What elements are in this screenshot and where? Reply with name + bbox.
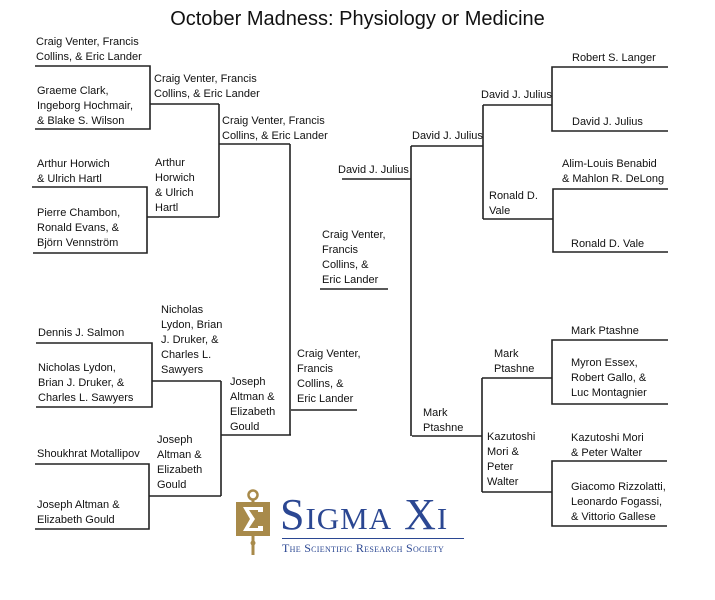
right-r1-entry: Alim-Louis Benabid & Mahlon R. DeLong	[562, 158, 665, 185]
logo-tagline: The Scientific Research Society	[282, 541, 445, 555]
bracket-left-r2-b	[220, 381, 291, 496]
right-r1-entry: Mark Ptashne	[571, 325, 639, 337]
right-r1-entry: Giacomo Rizzolatti, Leonardo Fogassi, & …	[571, 481, 666, 523]
bracket-right-r3	[342, 146, 412, 436]
right-r2-entry: David J. Julius	[481, 89, 552, 101]
logo-divider	[282, 538, 464, 539]
right-r1-entry: Robert S. Langer	[572, 52, 656, 64]
right-r2-entry: Ronald D. Vale	[489, 190, 538, 217]
left-r1-entry: Dennis J. Salmon	[38, 327, 125, 339]
left-r4-entry: Craig Venter, Francis Collins, & Eric La…	[297, 348, 361, 405]
sigma-xi-emblem-icon	[236, 489, 270, 555]
right-r1-entry: David J. Julius	[572, 116, 643, 128]
right-r4-entry: David J. Julius	[338, 164, 409, 176]
bracket-left-r1-c	[36, 342, 221, 408]
right-r2-entry: Kazutoshi Mori & Peter Walter	[487, 431, 536, 488]
bracket-left-r1-b	[32, 186, 219, 254]
right-r2-entry: Mark Ptashne	[494, 348, 535, 375]
bracket-right-r2-b	[412, 378, 483, 492]
left-r2-entry: Nicholas Lydon, Brian J. Druker, & Charl…	[161, 304, 223, 376]
left-r2-entry: Joseph Altman & Elizabeth Gould	[157, 434, 203, 491]
left-r2-entry: Arthur Horwich & Ulrich Hartl	[155, 157, 195, 214]
bracket-left-r2-a	[218, 104, 290, 217]
logo-wordmark: Sigma Xi	[280, 490, 449, 539]
bracket-left-r1-a	[35, 65, 219, 130]
bracket-left-r3	[289, 144, 357, 435]
bracket-right-r1-c	[482, 339, 668, 405]
left-r3-entry: Craig Venter, Francis Collins, & Eric La…	[222, 115, 328, 142]
right-r3-entry: Mark Ptashne	[423, 407, 464, 434]
champion-entry: Craig Venter, Francis Collins, & Eric La…	[322, 229, 386, 286]
left-r1-entry: Joseph Altman & Elizabeth Gould	[37, 499, 120, 526]
page-title: October Madness: Physiology or Medicine	[170, 8, 545, 30]
left-r1-entry: Arthur Horwich & Ulrich Hartl	[37, 158, 110, 185]
left-r1-entry: Craig Venter, Francis Collins, & Eric La…	[36, 36, 142, 63]
left-r1-entry: Nicholas Lydon, Brian J. Druker, & Charl…	[38, 362, 134, 404]
bracket-right-r1-b	[483, 188, 668, 253]
left-r1-entry: Pierre Chambon, Ronald Evans, & Björn Ve…	[37, 207, 121, 249]
bracket-left-r1-d	[35, 463, 221, 530]
right-r1-entry: Kazutoshi Mori & Peter Walter	[571, 432, 644, 459]
right-r1-entry: Ronald D. Vale	[571, 238, 645, 250]
left-r2-entry: Craig Venter, Francis Collins, & Eric La…	[154, 73, 260, 100]
left-r1-entry: Graeme Clark, Ingeborg Hochmair, & Blake…	[37, 85, 133, 127]
bracket-right-r1-a	[483, 66, 668, 132]
right-r3-entry: David J. Julius	[412, 130, 483, 142]
bracket-right-r2-a	[411, 105, 484, 219]
left-r3-entry: Joseph Altman & Elizabeth Gould	[230, 376, 276, 433]
left-r1-entry: Shoukhrat Motallipov	[37, 448, 140, 460]
right-r1-entry: Myron Essex, Robert Gallo, & Luc Montagn…	[571, 357, 647, 399]
bracket-right-r1-d	[482, 460, 667, 527]
